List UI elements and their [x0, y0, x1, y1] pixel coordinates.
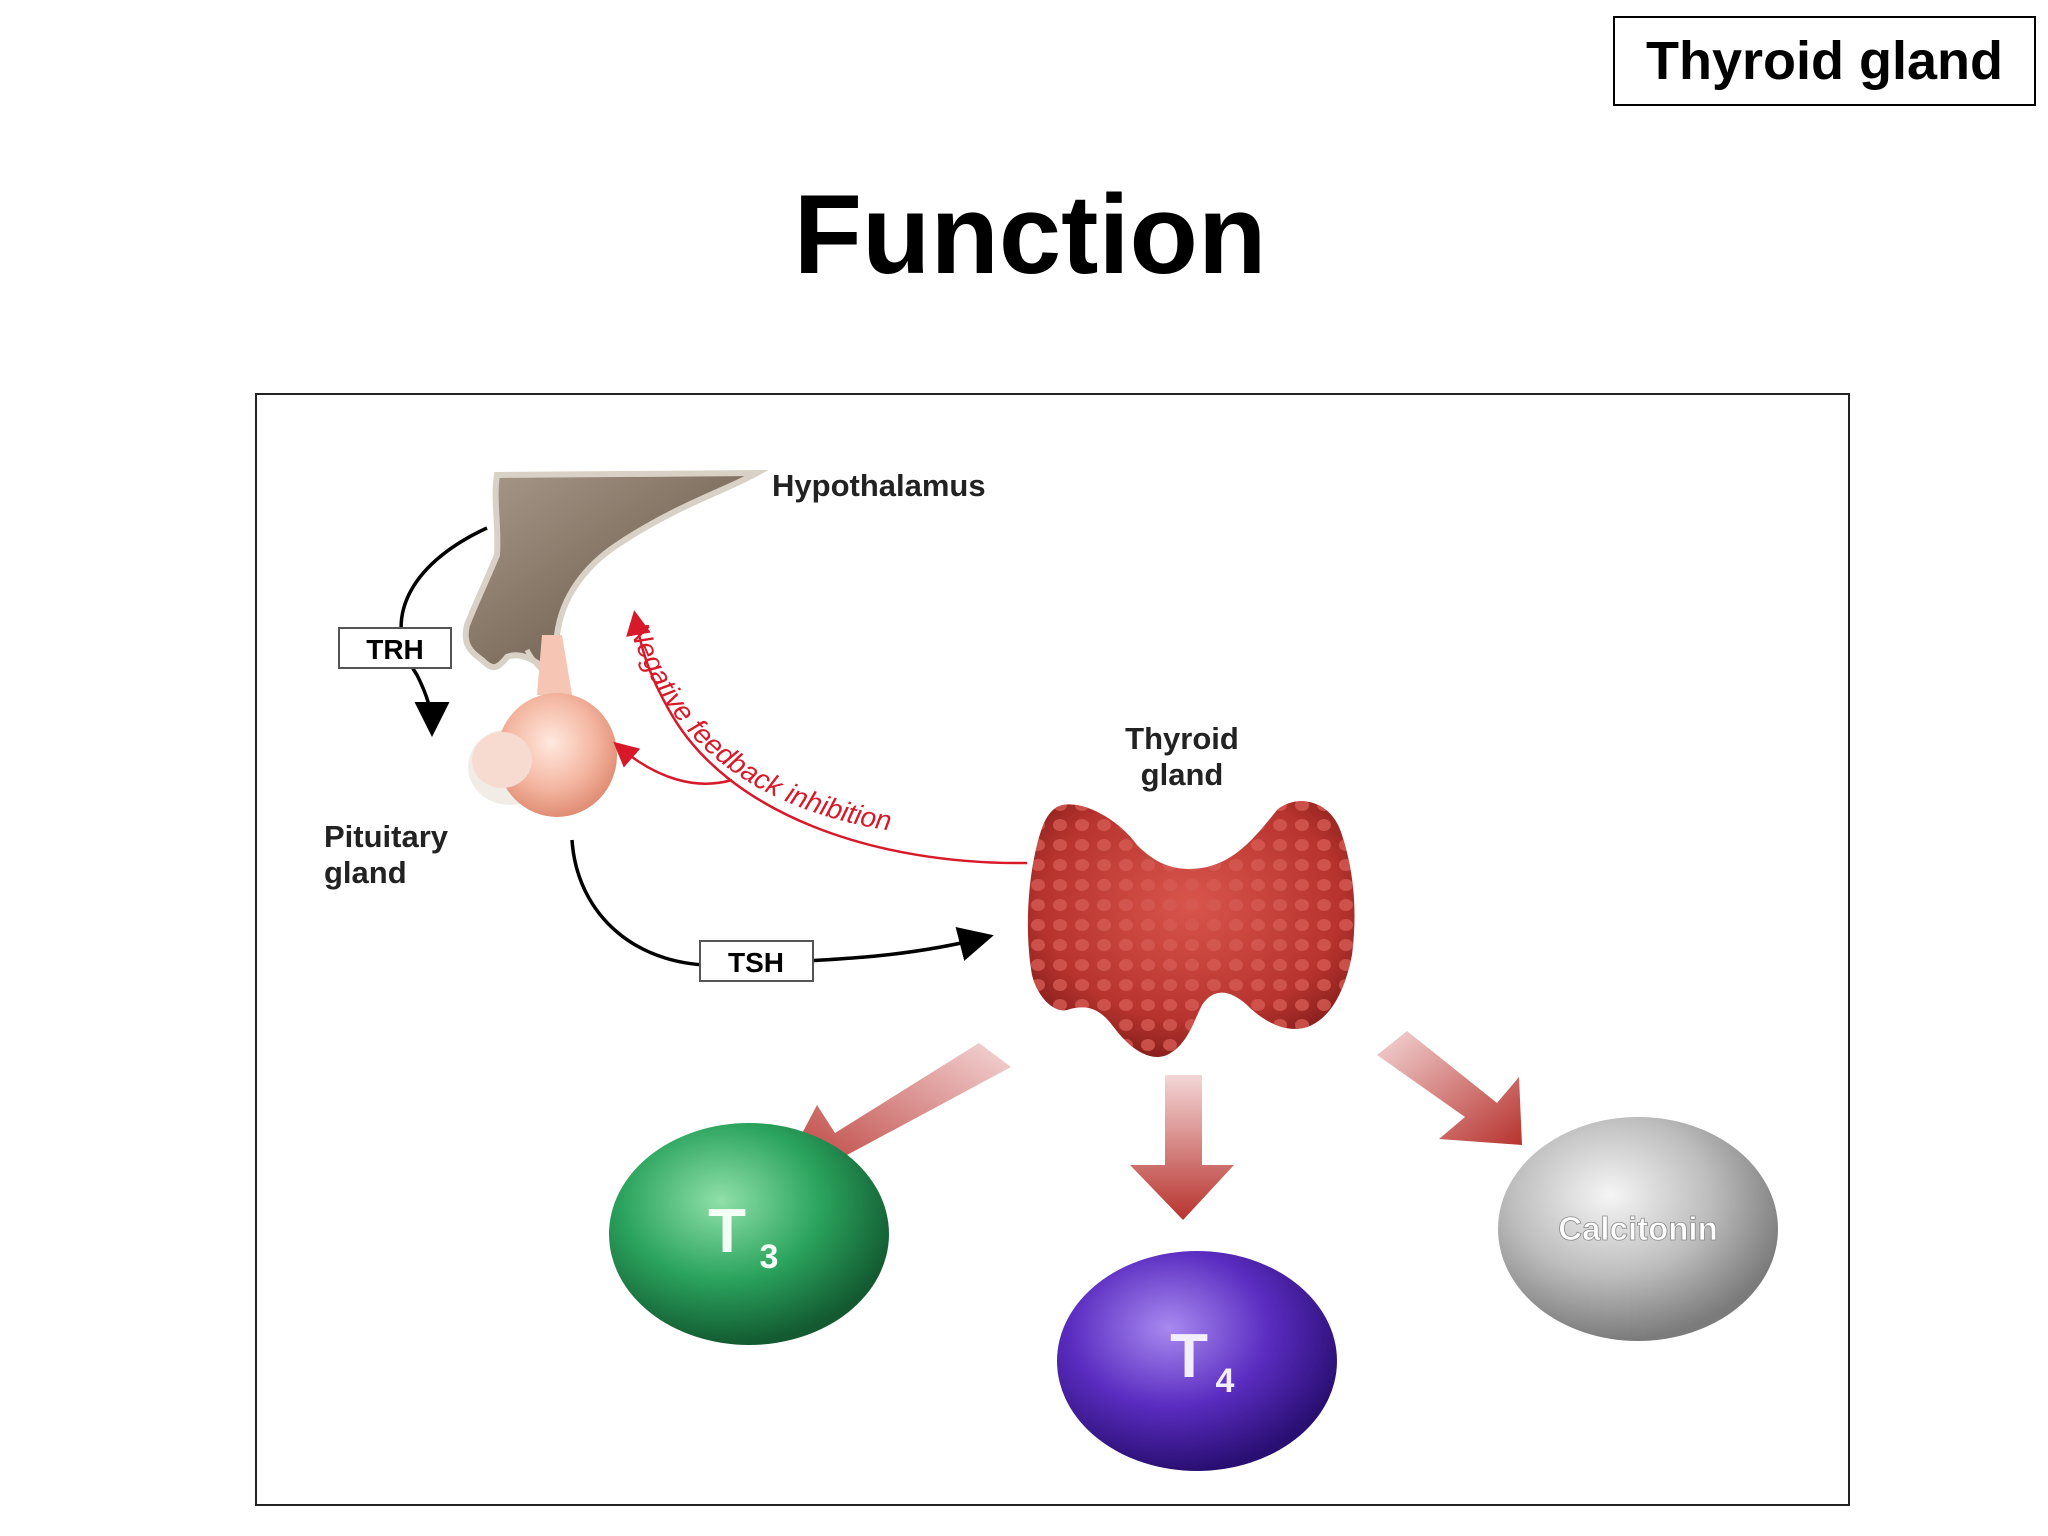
calcitonin-sphere: Calcitonin — [1498, 1117, 1778, 1341]
t4-sphere: T 4 — [1057, 1251, 1337, 1471]
calcitonin-label: Calcitonin — [1558, 1210, 1718, 1247]
thyroid-illustration — [1027, 801, 1355, 1057]
hypothalamus-illustration — [462, 469, 769, 697]
diagram-canvas: TRH TSH Negative feedback inhibition T 3… — [324, 468, 1778, 1471]
trh-label: TRH — [366, 634, 424, 665]
slide-title: Function — [793, 172, 1267, 297]
release-arrow-t4 — [1130, 1075, 1234, 1220]
feedback-to-pituitary-arrow — [613, 741, 733, 785]
pituitary-label-line2: gland — [324, 855, 407, 890]
tsh-label-box — [699, 940, 814, 982]
pituitary-label-line1: Pituitary — [324, 819, 449, 854]
negative-feedback-arrow — [626, 610, 1028, 865]
t3-sphere: T 3 — [609, 1123, 889, 1345]
t3-letter: T — [708, 1197, 746, 1266]
topic-tag: Thyroid gland — [1613, 16, 2036, 106]
thyroid-label-line1: Thyroid — [1125, 721, 1239, 756]
t4-letter: T — [1170, 1322, 1208, 1391]
feedback-label-path: Negative feedback inhibition — [623, 618, 894, 836]
tsh-label: TSH — [728, 947, 784, 978]
hypothalamus-label: Hypothalamus — [772, 468, 986, 503]
release-arrow-calcitonin — [1377, 1031, 1522, 1145]
trh-label-box — [338, 627, 452, 669]
t3-subscript: 3 — [760, 1238, 779, 1276]
thyroid-label-line2: gland — [1141, 757, 1224, 792]
pituitary-illustration — [468, 635, 617, 817]
feedback-label: Negative feedback inhibition — [623, 618, 894, 836]
t4-subscript: 4 — [1216, 1362, 1235, 1400]
thyroid-function-diagram: TRH TSH Negative feedback inhibition T 3… — [255, 393, 1850, 1506]
